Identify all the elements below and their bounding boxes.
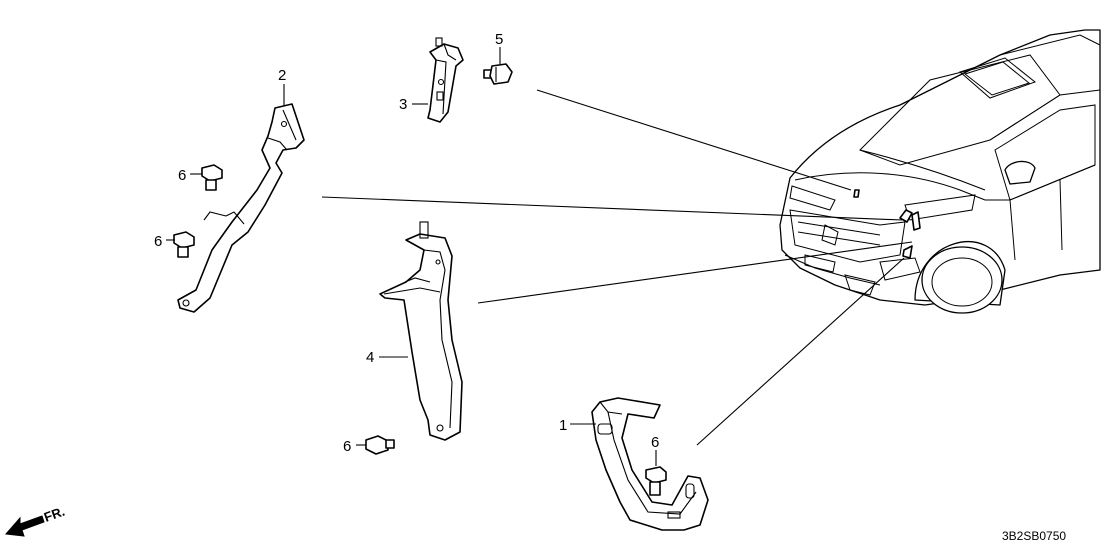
front-label: FR. — [42, 504, 67, 525]
part-6-bolt-d — [645, 466, 667, 496]
callout-4: 4 — [366, 349, 374, 366]
callout-6-a: 6 — [178, 167, 186, 184]
callouts: 1 2 3 4 5 6 6 6 6 — [154, 31, 659, 455]
vehicle-illustration — [779, 29, 1101, 314]
callout-6-b: 6 — [154, 233, 162, 250]
part-6-bolt-a — [201, 164, 223, 191]
part-3-bracket — [427, 37, 464, 123]
callout-6-d: 6 — [651, 434, 659, 451]
callout-1: 1 — [559, 417, 567, 434]
leader-lines — [166, 47, 657, 466]
part-6-bolt-b — [173, 231, 195, 258]
part-2-bracket — [177, 103, 305, 313]
part-1-bracket — [591, 397, 709, 531]
callout-5: 5 — [495, 31, 503, 48]
front-direction-indicator: FR. — [4, 504, 67, 537]
callout-3: 3 — [399, 96, 407, 113]
callout-2: 2 — [278, 67, 286, 84]
front-arrow-icon — [4, 515, 45, 537]
part-4-bracket — [379, 221, 463, 441]
diagram-code: 3B2SB0750 — [1002, 529, 1066, 543]
reference-lines — [321, 89, 913, 446]
callout-6-c: 6 — [343, 438, 351, 455]
part-5-bolt — [483, 63, 513, 85]
part-6-bolt-c — [365, 435, 395, 455]
